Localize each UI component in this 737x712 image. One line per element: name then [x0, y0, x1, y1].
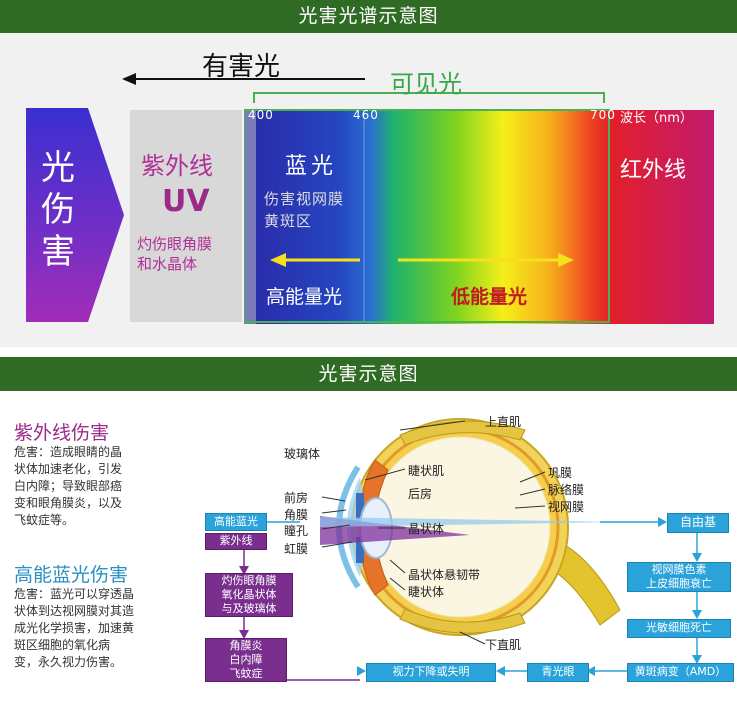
harm-arrow-icon — [26, 108, 124, 322]
tick-700: 700 — [590, 108, 616, 122]
high-energy-label: 高能量光 — [266, 286, 343, 308]
flow-uv: 紫外线 — [205, 533, 267, 550]
blue-light-desc-2: 黄斑区 — [264, 212, 313, 230]
tick-460: 460 — [353, 108, 379, 122]
visible-light-label: 可见光 — [390, 70, 462, 98]
flow-photoreceptor-death: 光敏细胞死亡 — [627, 619, 731, 638]
flow-high-energy-blue: 高能蓝光 — [205, 513, 267, 531]
flow-free-radical: 自由基 — [667, 513, 729, 533]
label-lens: 晶状体 — [408, 522, 445, 536]
label-cornea: 角膜 — [284, 508, 309, 522]
flow-rpe-death: 视网膜色素 上皮细胞衰亡 — [627, 562, 731, 592]
label-pupil: 瞳孔 — [284, 524, 309, 538]
label-posterior-chamber: 后房 — [408, 487, 433, 501]
eye-diagram — [320, 418, 621, 636]
spectrum-bar — [244, 109, 714, 324]
label-choroid: 脉络膜 — [548, 483, 585, 497]
flow-vision-loss: 视力下降或失明 — [366, 663, 496, 682]
damage-header: 光害示意图 — [0, 357, 737, 391]
harmful-light-label: 有害光 — [202, 52, 281, 82]
flow-glaucoma: 青光眼 — [527, 663, 589, 682]
harm-char-1: 光 — [41, 148, 75, 188]
tick-400: 400 — [248, 108, 274, 122]
low-energy-label: 低能量光 — [451, 286, 528, 308]
spectrum-title: 光害光谱示意图 — [298, 5, 439, 27]
label-retina: 视网膜 — [548, 500, 585, 514]
uv-title: 紫外线 — [141, 152, 213, 180]
label-anterior-chamber: 前房 — [284, 491, 309, 505]
visible-light-bracket-icon — [253, 92, 605, 103]
flow-burn-oxidize: 灼伤眼角膜 氧化晶状体 与及玻璃体 — [205, 573, 293, 617]
flow-amd: 黄斑病变（AMD） — [627, 663, 734, 682]
uv-block — [130, 110, 242, 322]
infrared-title: 红外线 — [620, 158, 687, 183]
wavelength-label: 波长（nm） — [620, 111, 693, 126]
uv-desc-2: 和水晶体 — [137, 255, 198, 273]
blue-light-desc-1: 伤害视网膜 — [264, 190, 345, 208]
damage-title: 光害示意图 — [318, 363, 419, 385]
label-vitreous: 玻璃体 — [284, 447, 321, 461]
blue-harm-title: 高能蓝光伤害 — [14, 564, 129, 586]
uv-harm-text: 危害：造成眼睛的晶 状体加速老化，引发 白内障；导致眼部癌 变和眼角膜炎，以及 … — [14, 445, 123, 527]
label-ciliary-muscle: 睫状肌 — [408, 464, 445, 478]
uv-harm-title: 紫外线伤害 — [14, 422, 110, 444]
flow-keratitis-cataract: 角膜炎 白内障 飞蚊症 — [205, 638, 287, 682]
flow-connectors — [239, 420, 702, 681]
uv-desc-1: 灼伤眼角膜 — [137, 235, 213, 253]
label-sclera: 巩膜 — [548, 466, 573, 480]
label-iris: 虹膜 — [284, 542, 309, 556]
section-separator — [0, 347, 737, 357]
harm-char-3: 害 — [41, 232, 75, 272]
label-ciliary-body: 睫状体 — [408, 585, 445, 599]
uv-abbr: UV — [162, 184, 210, 219]
blue-harm-text: 危害：蓝光可以穿透晶 状体到达视网膜对其造 成光化学损害，加速黄 斑区细胞的氧化… — [14, 587, 135, 669]
spectrum-header: 光害光谱示意图 — [0, 0, 737, 33]
energy-arrows-icon — [270, 253, 574, 267]
blue-light-title: 蓝光 — [285, 154, 338, 179]
harmful-light-arrow-icon — [122, 73, 365, 85]
label-inferior-rectus: 下直肌 — [485, 638, 522, 652]
label-superior-rectus: 上直肌 — [485, 415, 522, 429]
harm-char-2: 伤 — [41, 190, 75, 230]
label-zonule: 晶状体悬韧带 — [408, 568, 481, 582]
